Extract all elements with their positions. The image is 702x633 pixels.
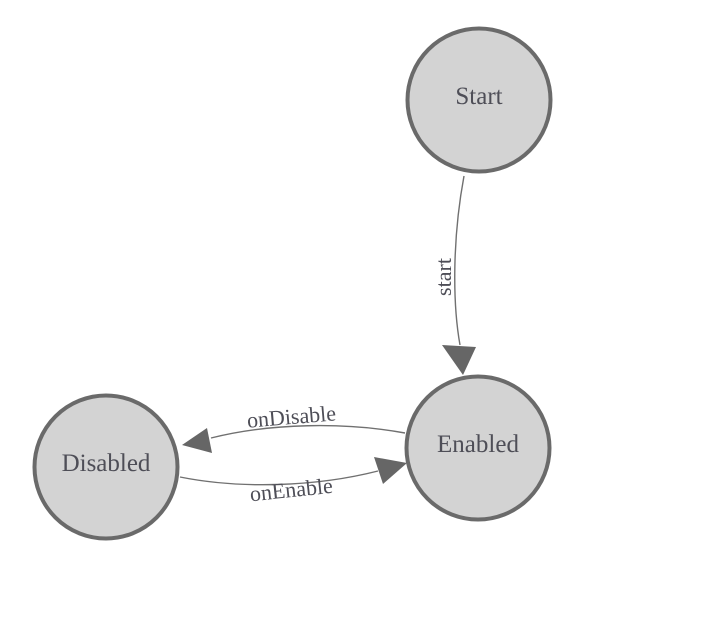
edge-label-onenable: onEnable <box>249 473 334 507</box>
state-node-start-label: Start <box>455 83 502 110</box>
edge-onenable-arrowhead-icon <box>374 457 407 484</box>
edge-start-line <box>454 175 465 346</box>
edge-ondisable-arrowhead-icon <box>182 428 212 453</box>
edge-disabled-to-enabled: onEnable <box>179 457 407 507</box>
state-node-start[interactable]: Start <box>405 26 553 174</box>
edge-start-to-enabled: start <box>431 175 476 375</box>
edge-onenable-line <box>179 470 379 486</box>
state-node-enabled[interactable]: Enabled <box>404 374 552 522</box>
edge-start-arrowhead-icon <box>442 345 476 375</box>
state-node-disabled[interactable]: Disabled <box>32 393 180 541</box>
state-node-enabled-circle[interactable] <box>404 374 552 522</box>
edge-label-start: start <box>431 258 456 296</box>
edge-ondisable-line <box>210 424 406 439</box>
edge-label-ondisable: onDisable <box>246 400 337 432</box>
state-node-disabled-circle[interactable] <box>32 393 180 541</box>
edge-enabled-to-disabled: onDisable <box>182 400 406 453</box>
state-node-start-circle[interactable] <box>405 26 553 174</box>
state-node-enabled-label: Enabled <box>437 431 519 458</box>
state-node-disabled-label: Disabled <box>62 450 151 477</box>
